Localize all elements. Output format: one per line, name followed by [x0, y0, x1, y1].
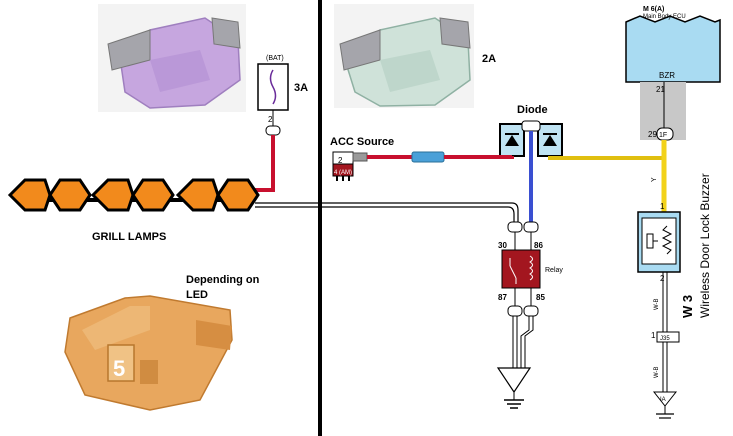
- ground-id: IA: [660, 397, 666, 403]
- buzzer-name: Wireless Door Lock Buzzer: [698, 173, 712, 318]
- purple-fuse-image: [98, 4, 246, 112]
- depending-label-1: Depending on: [186, 274, 260, 286]
- relay-connector-87: [507, 305, 523, 317]
- fuse-rating-right: 2A: [482, 53, 496, 65]
- ecu-subtitle: Main Body ECU: [643, 14, 686, 20]
- ground-symbol-left: [496, 367, 532, 394]
- buzzer-pin-1: 1: [660, 202, 665, 211]
- wire-wb-label-1: W-B: [654, 298, 660, 310]
- acc-pin-label: 2: [338, 156, 343, 165]
- relay-connector-86: [523, 221, 539, 233]
- relay-connector-30: [507, 221, 523, 233]
- main-body-ecu: [625, 15, 721, 83]
- relay-pin-86: 86: [534, 241, 543, 250]
- grill-lamps: [7, 178, 260, 212]
- ecu-terminal: BZR: [659, 71, 675, 80]
- j-pin: 1: [651, 331, 656, 340]
- j-id: J35: [660, 336, 670, 342]
- connector-id: 1F: [659, 132, 667, 139]
- grill-lamps-label: GRILL LAMPS: [92, 231, 166, 243]
- fuse-rating-left: 3A: [294, 82, 308, 94]
- junction-j35: [656, 331, 680, 343]
- relay-pin-85: 85: [536, 293, 545, 302]
- diode-icon: [543, 133, 557, 146]
- diode-icon: [505, 133, 519, 146]
- relay-label: Relay: [545, 267, 563, 274]
- ecu-pin: 21: [656, 85, 665, 94]
- relay-connector-85: [523, 305, 539, 317]
- ecu-title: M 6(A): [643, 6, 664, 13]
- relay-body: [501, 249, 541, 289]
- orange-fuse-image: [64, 295, 233, 411]
- buzzer-coil-icon: [646, 225, 673, 255]
- green-fuse-image: [334, 4, 474, 108]
- ground-symbol-right: [652, 391, 678, 407]
- red-wire-to-diode: [444, 155, 514, 159]
- relay-pin-30: 30: [498, 241, 507, 250]
- fuse-pin-label: 2: [268, 115, 273, 124]
- acc-source-label: ACC Source: [330, 136, 394, 148]
- relay-switch-icon: [509, 258, 517, 284]
- ground-wire-a: [255, 202, 519, 228]
- fuse-element-icon: [269, 69, 277, 105]
- acc-connector: [332, 151, 354, 181]
- spade-terminal-icon: [352, 152, 368, 162]
- relay-pin-87: 87: [498, 293, 507, 302]
- buzzer-code: W 3: [680, 295, 695, 318]
- led-fuse-digit: 5: [113, 356, 125, 381]
- depending-label-2: LED: [186, 289, 208, 301]
- relay-ground-wire-d: [524, 316, 534, 368]
- fuse-bat-label: (BAT): [266, 55, 284, 62]
- wire-y-label: Y: [651, 177, 658, 182]
- panel-divider: [318, 0, 322, 436]
- relay-ground-wire-c: [520, 316, 530, 368]
- bowtie-lamp-icon: [90, 178, 175, 212]
- relay-coil-icon: [529, 255, 533, 281]
- wire-wb-label-2: W-B: [654, 366, 660, 378]
- inline-fuse-icon: [411, 151, 445, 163]
- red-wire-left: [250, 135, 275, 192]
- bowtie-lamp-icon: [7, 178, 92, 212]
- acc-sub-label: 4 (AM): [334, 170, 352, 176]
- diode-label: Diode: [517, 104, 548, 116]
- fuse-connector: [265, 125, 281, 136]
- bowtie-lamp-icon: [175, 178, 260, 212]
- yellow-wire-top: [548, 156, 664, 160]
- ground-wire-b: [255, 206, 515, 228]
- connector-pin: 29: [648, 130, 657, 139]
